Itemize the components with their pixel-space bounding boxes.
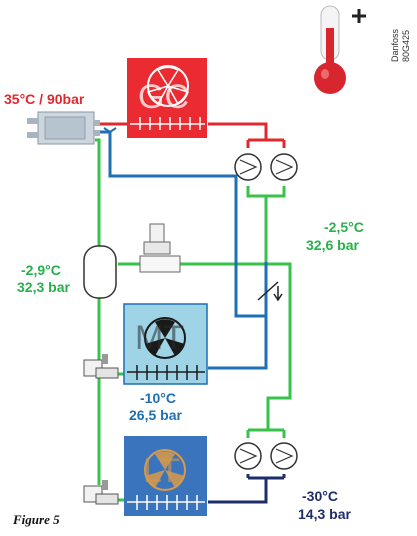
fan-icon: [144, 449, 186, 491]
lt-evaporator-unit: [124, 436, 207, 516]
gc-condition-label: 35°C / 90bar: [4, 91, 85, 107]
controller-module-icon: [27, 111, 100, 145]
fan-icon: [147, 65, 189, 107]
gas-cooler-label: GC: [138, 78, 189, 116]
mt-expansion-valve-icon: [83, 354, 119, 379]
brand-code: 80G425: [401, 29, 411, 62]
mt-suction-temp-label: -2,5°C: [324, 219, 364, 235]
lt-suction-pipes: [208, 474, 286, 504]
mt-evap-pressure-label: 26,5 bar: [129, 407, 182, 423]
mt-suction-pipes: [95, 127, 268, 370]
compressor-icon: [270, 442, 298, 470]
brand-name: Danfoss: [390, 28, 400, 62]
hot-gas-pipes: [95, 122, 286, 148]
mt-evaporator-unit: [123, 303, 208, 385]
gas-cooler-unit: [127, 58, 207, 138]
check-valve-icon: [257, 281, 283, 302]
mt-evap-temp-label: -10°C: [140, 390, 176, 406]
mt-box-label: MT: [135, 319, 185, 357]
lt-box-label: LT: [143, 452, 181, 490]
lt-expansion-valve-icon: [83, 480, 119, 505]
fan-icon: [144, 317, 186, 359]
receiver-pressure-label: 32,3 bar: [17, 279, 70, 295]
compressor-icon: [234, 442, 262, 470]
lt-evap-temp-label: -30°C: [302, 488, 338, 504]
compressor-icon: [234, 153, 262, 181]
mt-suction-pressure-label: 32,6 bar: [306, 237, 359, 253]
receiver-tank: [83, 245, 117, 299]
green-pipes: [95, 138, 292, 502]
lt-compressor-pair: [234, 442, 298, 470]
lt-evap-pressure-label: 14,3 bar: [298, 506, 351, 522]
bypass-valve-icon: [139, 223, 181, 273]
figure-caption: Figure 5: [13, 512, 60, 527]
mt-compressor-pair: [234, 153, 298, 181]
receiver-temp-label: -2,9°C: [21, 262, 61, 278]
thermometer-plus-icon: [314, 5, 366, 94]
compressor-icon: [270, 153, 298, 181]
